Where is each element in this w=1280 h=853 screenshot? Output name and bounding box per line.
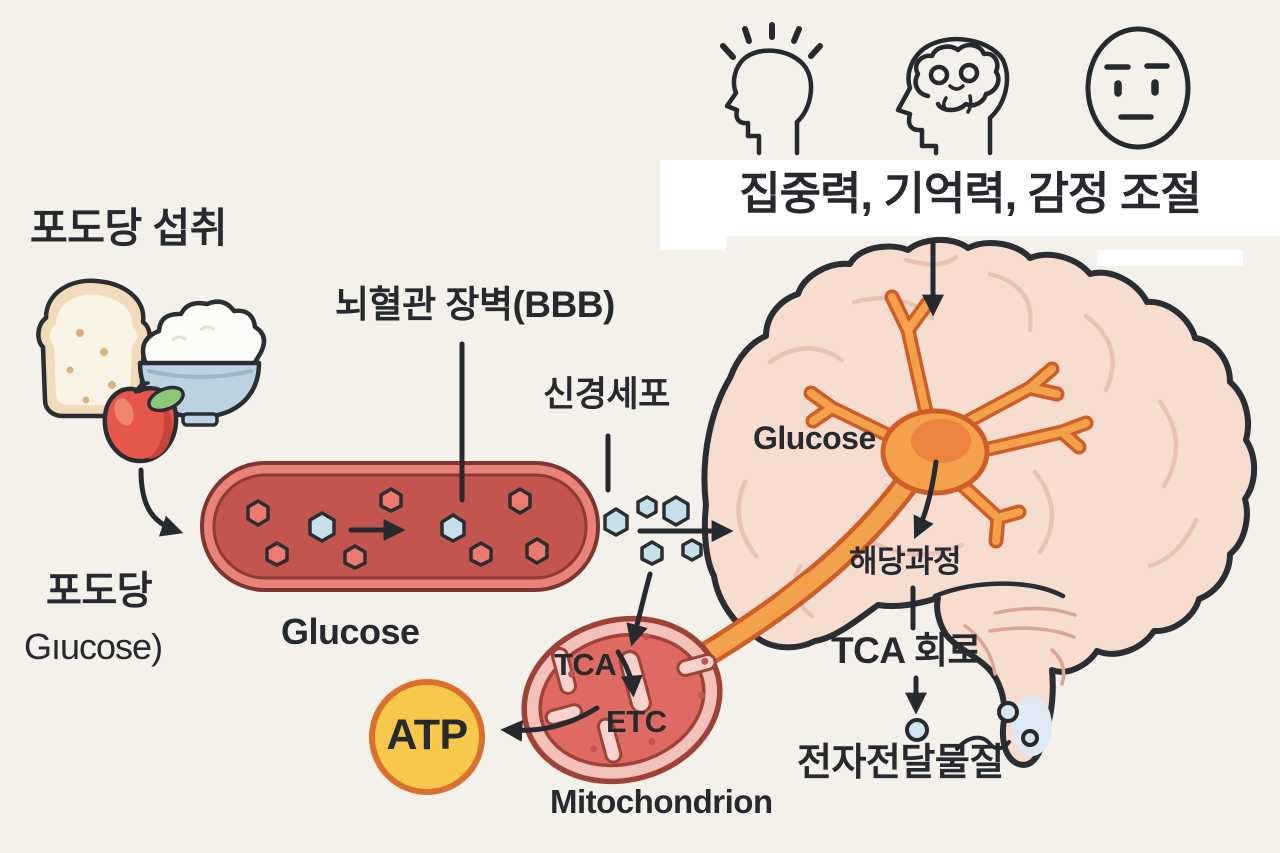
apple-icon — [102, 381, 185, 464]
tca-cycle-label: TCA 회로 — [831, 630, 982, 671]
vessel-glucose-label: Glucose — [281, 611, 420, 652]
functions-caption: 집중력, 기억력, 감정 조절 — [739, 168, 1202, 219]
atp-label: ATP — [386, 711, 468, 759]
glucose-to-mitochondrion-arrow — [626, 571, 653, 647]
bread-crumbs — [66, 329, 116, 404]
intake-title: 포도당 섭취 — [30, 205, 228, 251]
vesicle-bubble-icon — [997, 701, 1019, 723]
focus-head-icon — [720, 22, 823, 156]
caption-band — [660, 160, 1280, 236]
neurotransmitter-dot-icon — [905, 718, 929, 742]
bbb-label: 뇌혈관 장벽(BBB) — [335, 284, 615, 325]
synapse-squiggle — [955, 735, 1011, 751]
apple-leaf — [147, 385, 185, 413]
neuron-cell-label: 신경세포 — [543, 375, 670, 414]
blood-vessel-illustration — [200, 461, 600, 592]
flow-arrows — [138, 241, 945, 742]
brain-glucose-label: Glucose — [753, 420, 876, 456]
glucose-hexagons-in-vessel — [246, 487, 549, 570]
mitochondrion-to-atp-arrow — [500, 705, 600, 742]
tca-to-etc-arrow — [615, 649, 643, 698]
glucose-ko-label: 포도당 — [46, 570, 153, 613]
emotion-face-icon — [1085, 26, 1191, 150]
neuron-illustration — [691, 289, 1094, 669]
vesicle-bubble-icon — [1021, 729, 1039, 747]
mitochondrion-dots — [568, 633, 709, 753]
cerebellum-outline — [932, 581, 1066, 599]
atp-badge — [369, 679, 485, 795]
neuron-nucleus — [911, 419, 971, 463]
caption-band-artifact-left — [660, 232, 726, 250]
memory-brain-head-icon — [895, 36, 1010, 156]
intake-to-vessel-arrow — [138, 467, 184, 537]
glycolysis-label: 해당과정 — [849, 544, 962, 579]
soma-to-glycolysis-arrow — [913, 459, 939, 539]
neurotransmitter-label: 전자전달물질 — [797, 742, 1004, 784]
cerebellum-lines — [963, 606, 1077, 686]
bread-icon — [36, 278, 152, 419]
glucose-hexagons-transport — [603, 495, 703, 566]
synapse-fluid — [1012, 696, 1052, 756]
etc-label: ETC — [606, 704, 667, 739]
glucose-en-label: Gıucose) — [24, 626, 163, 667]
mitochondrion-illustration — [521, 615, 723, 785]
mitochondrion-label: Mitochondrion — [550, 783, 773, 820]
tca-label: TCA — [554, 647, 617, 682]
caption-band-artifact-right — [1097, 250, 1243, 266]
